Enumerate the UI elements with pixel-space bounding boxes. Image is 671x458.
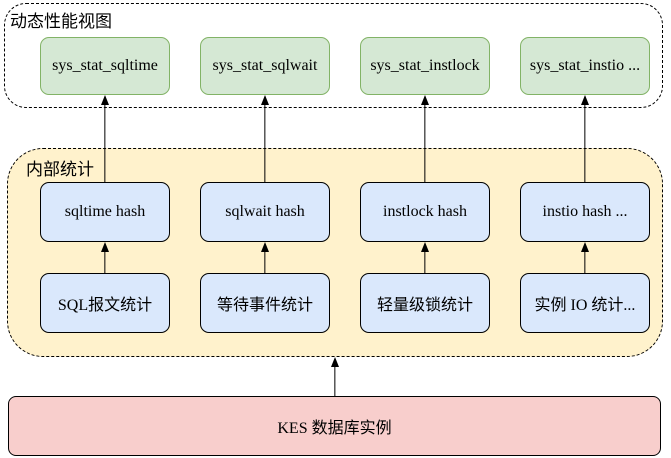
stat-node-instance-io: 实例 IO 统计... <box>520 273 650 333</box>
arrow-hash-to-view-1 <box>99 95 111 182</box>
arrow-line <box>104 250 106 273</box>
internal-stats-label: 内部统计 <box>26 160 94 179</box>
arrow-head-icon <box>261 242 269 252</box>
arrow-hash-to-view-2 <box>259 95 271 182</box>
view-node-instlock: sys_stat_instlock <box>360 37 490 95</box>
arrow-line <box>424 250 426 273</box>
hash-node-sqlwait: sqlwait hash <box>200 182 330 242</box>
view-node-instio: sys_stat_instio ... <box>520 37 650 95</box>
dynamic-views-label: 动态性能视图 <box>10 12 112 31</box>
hash-node-sqltime: sqltime hash <box>40 182 170 242</box>
arrow-line <box>584 103 586 182</box>
arrow-head-icon <box>331 357 339 367</box>
arrow-head-icon <box>581 95 589 105</box>
stat-node-wait-event: 等待事件统计 <box>200 273 330 333</box>
view-node-sqltime: sys_stat_sqltime <box>40 37 170 95</box>
kes-instance-node: KES 数据库实例 <box>8 396 661 456</box>
arrow-stat-to-hash-4 <box>579 242 591 273</box>
arrow-line <box>584 250 586 273</box>
view-node-sqlwait: sys_stat_sqlwait <box>200 37 330 95</box>
arrow-line <box>334 365 336 396</box>
arrow-hash-to-view-4 <box>579 95 591 182</box>
hash-node-instlock: instlock hash <box>360 182 490 242</box>
arrow-line <box>264 250 266 273</box>
arrow-line <box>424 103 426 182</box>
arrow-stat-to-hash-1 <box>99 242 111 273</box>
arrow-stat-to-hash-2 <box>259 242 271 273</box>
arrow-instance-to-stats <box>329 357 341 396</box>
hash-node-instio: instio hash ... <box>520 182 650 242</box>
arrow-head-icon <box>261 95 269 105</box>
arrow-head-icon <box>421 242 429 252</box>
arrow-head-icon <box>581 242 589 252</box>
arrow-hash-to-view-3 <box>419 95 431 182</box>
stat-node-lwlock: 轻量级锁统计 <box>360 273 490 333</box>
stat-node-sql: SQL报文统计 <box>40 273 170 333</box>
arrow-line <box>264 103 266 182</box>
arrow-head-icon <box>101 242 109 252</box>
arrow-stat-to-hash-3 <box>419 242 431 273</box>
arrow-head-icon <box>101 95 109 105</box>
arrow-line <box>104 103 106 182</box>
arrow-head-icon <box>421 95 429 105</box>
